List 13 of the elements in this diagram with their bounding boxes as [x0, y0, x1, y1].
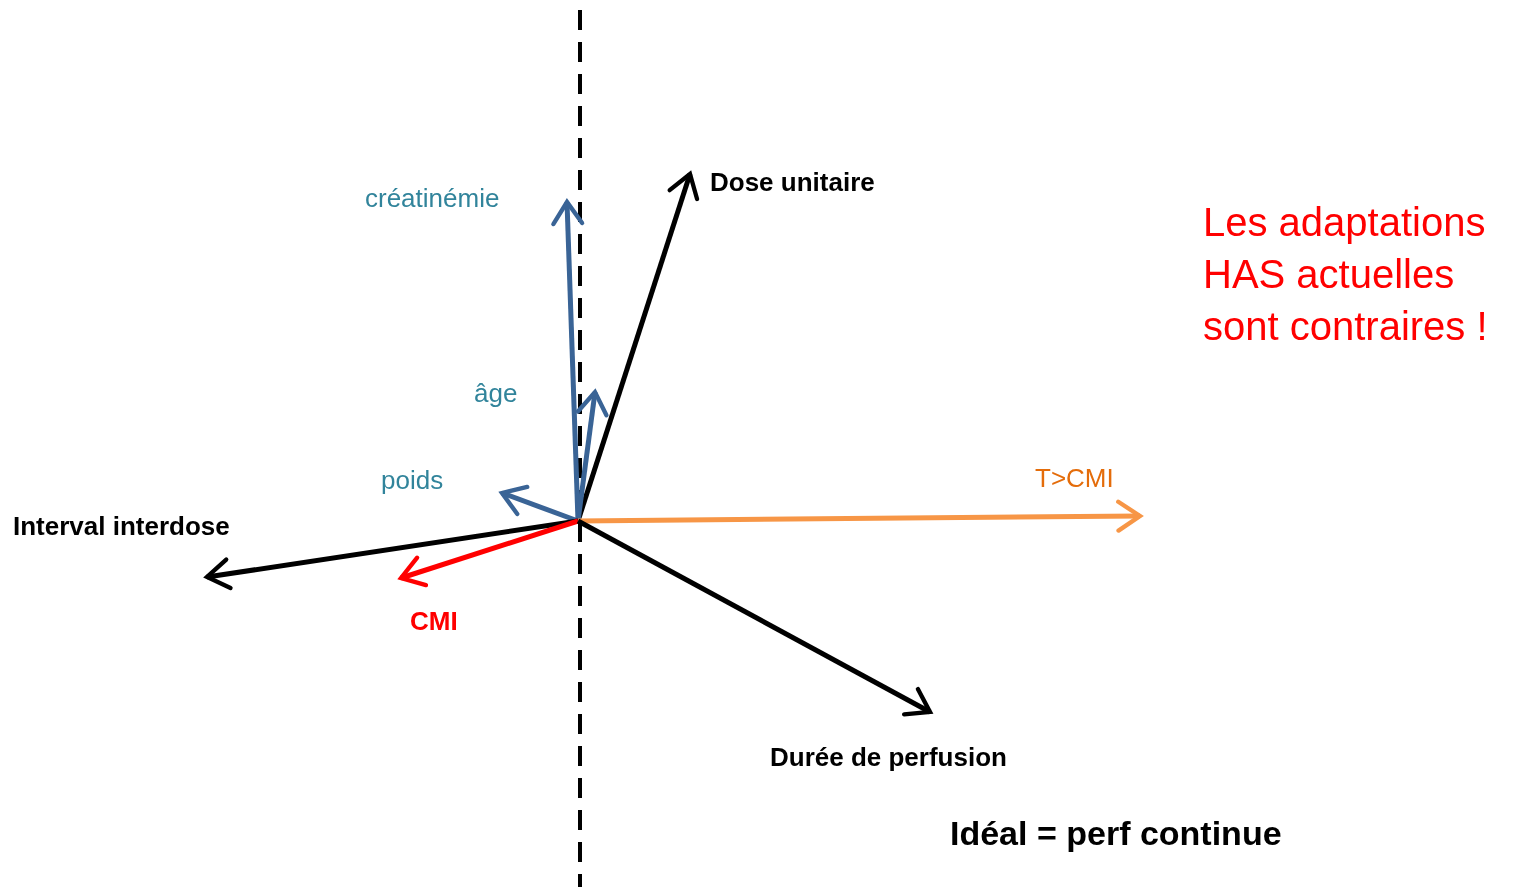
- vector-label: CMI: [410, 606, 458, 636]
- vector-label: Durée de perfusion: [770, 742, 1007, 772]
- conclusion-text: Idéal = perf continue: [950, 813, 1283, 854]
- note-text: Les adaptations HAS actuelles sont contraires !: [1203, 199, 1489, 350]
- vector-label: Dose unitaire: [710, 167, 875, 197]
- vector-label: poids: [381, 465, 444, 495]
- vector-label: âge: [474, 378, 518, 408]
- vector-label: Interval interdose: [13, 511, 230, 541]
- vector-label: créatinémie: [365, 183, 500, 213]
- arrow: [398, 518, 579, 588]
- arrow: [576, 518, 933, 717]
- vector-label: T>CMI: [1035, 463, 1114, 493]
- arrow: [577, 499, 1143, 533]
